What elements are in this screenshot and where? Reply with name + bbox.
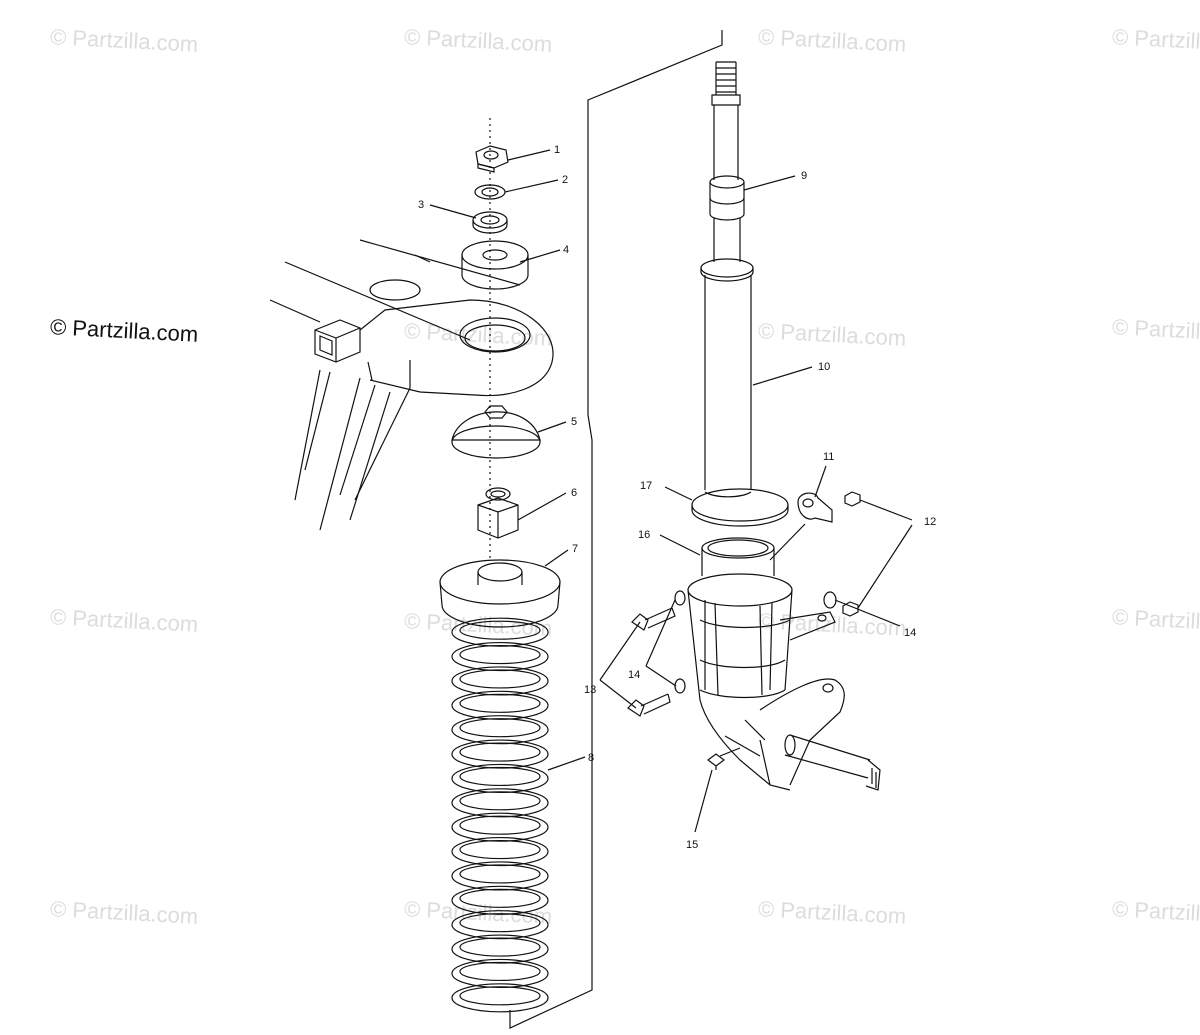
part-6-nut bbox=[477, 487, 519, 539]
part-10-shock bbox=[691, 61, 789, 527]
part-12-nut-lower bbox=[842, 601, 859, 617]
callout-1: 1 bbox=[554, 144, 560, 156]
callout-15: 15 bbox=[686, 839, 698, 851]
spring-coil bbox=[451, 690, 549, 720]
part-13-bolt-upper bbox=[631, 607, 676, 631]
part-14-washer bbox=[823, 591, 837, 609]
assembly-boundary bbox=[587, 30, 723, 415]
callout-17: 17 bbox=[640, 480, 652, 492]
callout-5: 5 bbox=[571, 416, 577, 428]
spring-coil-inner bbox=[459, 937, 541, 957]
part-11-clamp bbox=[797, 492, 833, 523]
spring-coil-inner bbox=[459, 815, 541, 835]
callout-6: 6 bbox=[571, 487, 577, 499]
spring-coil-inner bbox=[459, 742, 541, 762]
part-4-bushing bbox=[461, 240, 529, 290]
callout-14: 14 bbox=[904, 627, 916, 639]
part-5-cup bbox=[451, 405, 541, 459]
part-16-spindle bbox=[687, 537, 881, 791]
spring-coil-inner bbox=[459, 913, 541, 933]
spring-coil bbox=[451, 934, 549, 964]
spring-coil bbox=[451, 958, 549, 989]
callout-7: 7 bbox=[572, 543, 578, 555]
part-8-spring bbox=[451, 617, 549, 1013]
callout-16: 16 bbox=[638, 529, 650, 541]
spring-coil bbox=[451, 861, 549, 891]
part-3-washer bbox=[472, 211, 508, 234]
part-15-bolt bbox=[707, 747, 741, 770]
spring-coil bbox=[451, 812, 549, 842]
spring-coil bbox=[451, 983, 549, 1013]
frame-arm bbox=[269, 239, 554, 531]
assembly-boundary-lower bbox=[509, 414, 593, 1029]
callout-13: 13 bbox=[584, 684, 596, 696]
spring-coil-inner bbox=[459, 766, 541, 787]
spring-coil-inner bbox=[459, 718, 541, 738]
spring-coil bbox=[451, 617, 549, 647]
spring-coil bbox=[451, 715, 549, 745]
part-13-bolt-lower bbox=[627, 693, 671, 717]
spring-coil-inner bbox=[459, 791, 541, 811]
part-12-nut-upper bbox=[844, 491, 861, 507]
spring-coil bbox=[451, 763, 549, 794]
spring-coil bbox=[451, 788, 549, 818]
spring-coil-inner bbox=[459, 693, 541, 713]
spring-coil-inner bbox=[459, 888, 541, 908]
spring-coil-inner bbox=[459, 620, 541, 640]
spring-coil-inner bbox=[459, 669, 541, 689]
callout-3: 3 bbox=[418, 199, 424, 211]
part-14-washer bbox=[674, 590, 686, 606]
spring-coil-inner bbox=[459, 986, 541, 1006]
spring-coil-inner bbox=[459, 839, 541, 860]
callout-9: 9 bbox=[801, 170, 807, 182]
part-14-washer bbox=[674, 678, 686, 694]
spring-coil bbox=[451, 641, 549, 672]
callout-4: 4 bbox=[563, 244, 569, 256]
spring-coil-inner bbox=[459, 864, 541, 884]
spring-coil-inner bbox=[459, 644, 541, 665]
spring-coil bbox=[451, 739, 549, 769]
spring-coil bbox=[451, 910, 549, 940]
part-7-spring-cap bbox=[439, 559, 561, 628]
spring-coil-inner bbox=[459, 961, 541, 982]
callout-2: 2 bbox=[562, 174, 568, 186]
part-1-nut bbox=[475, 145, 509, 173]
callout-10: 10 bbox=[818, 361, 830, 373]
callout-11: 11 bbox=[823, 451, 834, 463]
spring-coil bbox=[451, 885, 549, 915]
callout-8: 8 bbox=[588, 752, 594, 764]
spring-coil bbox=[451, 666, 549, 696]
callout-12: 12 bbox=[924, 516, 936, 528]
spring-coil bbox=[451, 836, 549, 867]
leader-lines bbox=[429, 149, 913, 833]
callout-14-b: 14 bbox=[628, 669, 640, 681]
